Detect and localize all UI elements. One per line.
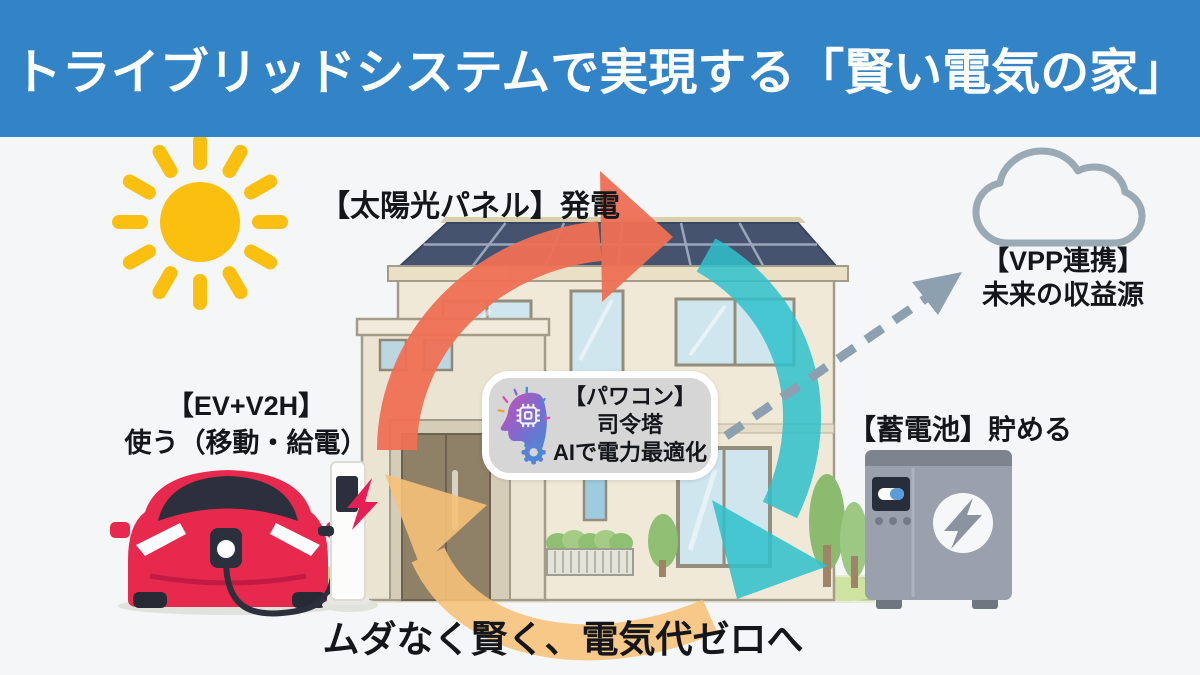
vpp-label-line1: 【VPP連携】 bbox=[981, 246, 1145, 276]
ev-label-line2: 使う（移動・給電） bbox=[124, 428, 368, 458]
page-title: トライブリッドシステムで実現する「賢い電気の家」 bbox=[12, 46, 1188, 100]
usage-flow-arrow bbox=[385, 474, 718, 661]
gear-icon bbox=[521, 440, 546, 465]
tagline: ムダなく賢く、電気代ゼロへ bbox=[322, 619, 804, 660]
header-banner: トライブリッドシステムで実現する「賢い電気の家」 bbox=[0, 0, 1200, 137]
solar-flow-arrow bbox=[376, 171, 673, 451]
vpp-label-line2: 未来の収益源 bbox=[982, 280, 1144, 310]
solar-panel-label: 【太陽光パネル】発電 bbox=[320, 190, 620, 223]
ev-car-illustration bbox=[110, 470, 346, 617]
vpp-label: 【VPP連携】 未来の収益源 bbox=[982, 244, 1144, 312]
chip-icon bbox=[516, 403, 540, 428]
charging-station-icon bbox=[318, 461, 378, 612]
power-box-line2: 司令塔 bbox=[596, 412, 663, 437]
ev-label-line1: 【EV+V2H】 bbox=[166, 391, 326, 421]
storage-flow-arrow bbox=[696, 238, 828, 599]
battery-unit-illustration bbox=[865, 450, 1012, 609]
ai-chip-head-icon bbox=[497, 386, 551, 465]
power-box-line3: AIで電力最適化 bbox=[552, 440, 707, 465]
power-conditioner-box: 【パワコン】 司令塔 AIで電力最適化 bbox=[482, 371, 718, 480]
ev-v2h-label: 【EV+V2H】 使う（移動・給電） bbox=[125, 388, 368, 462]
power-box-text: 【パワコン】 司令塔 AIで電力最適化 bbox=[551, 383, 709, 467]
spark-lines bbox=[497, 386, 551, 420]
sun-icon bbox=[112, 134, 288, 310]
vpp-dashed-arrow bbox=[723, 272, 962, 440]
lightning-bolt-icon bbox=[347, 478, 378, 530]
cloud-icon bbox=[972, 147, 1146, 247]
planter bbox=[546, 514, 678, 577]
battery-label: 【蓄電池】貯める bbox=[848, 414, 1073, 445]
power-box-line1: 【パワコン】 bbox=[563, 384, 696, 409]
lightning-bolt-icon bbox=[944, 498, 982, 549]
